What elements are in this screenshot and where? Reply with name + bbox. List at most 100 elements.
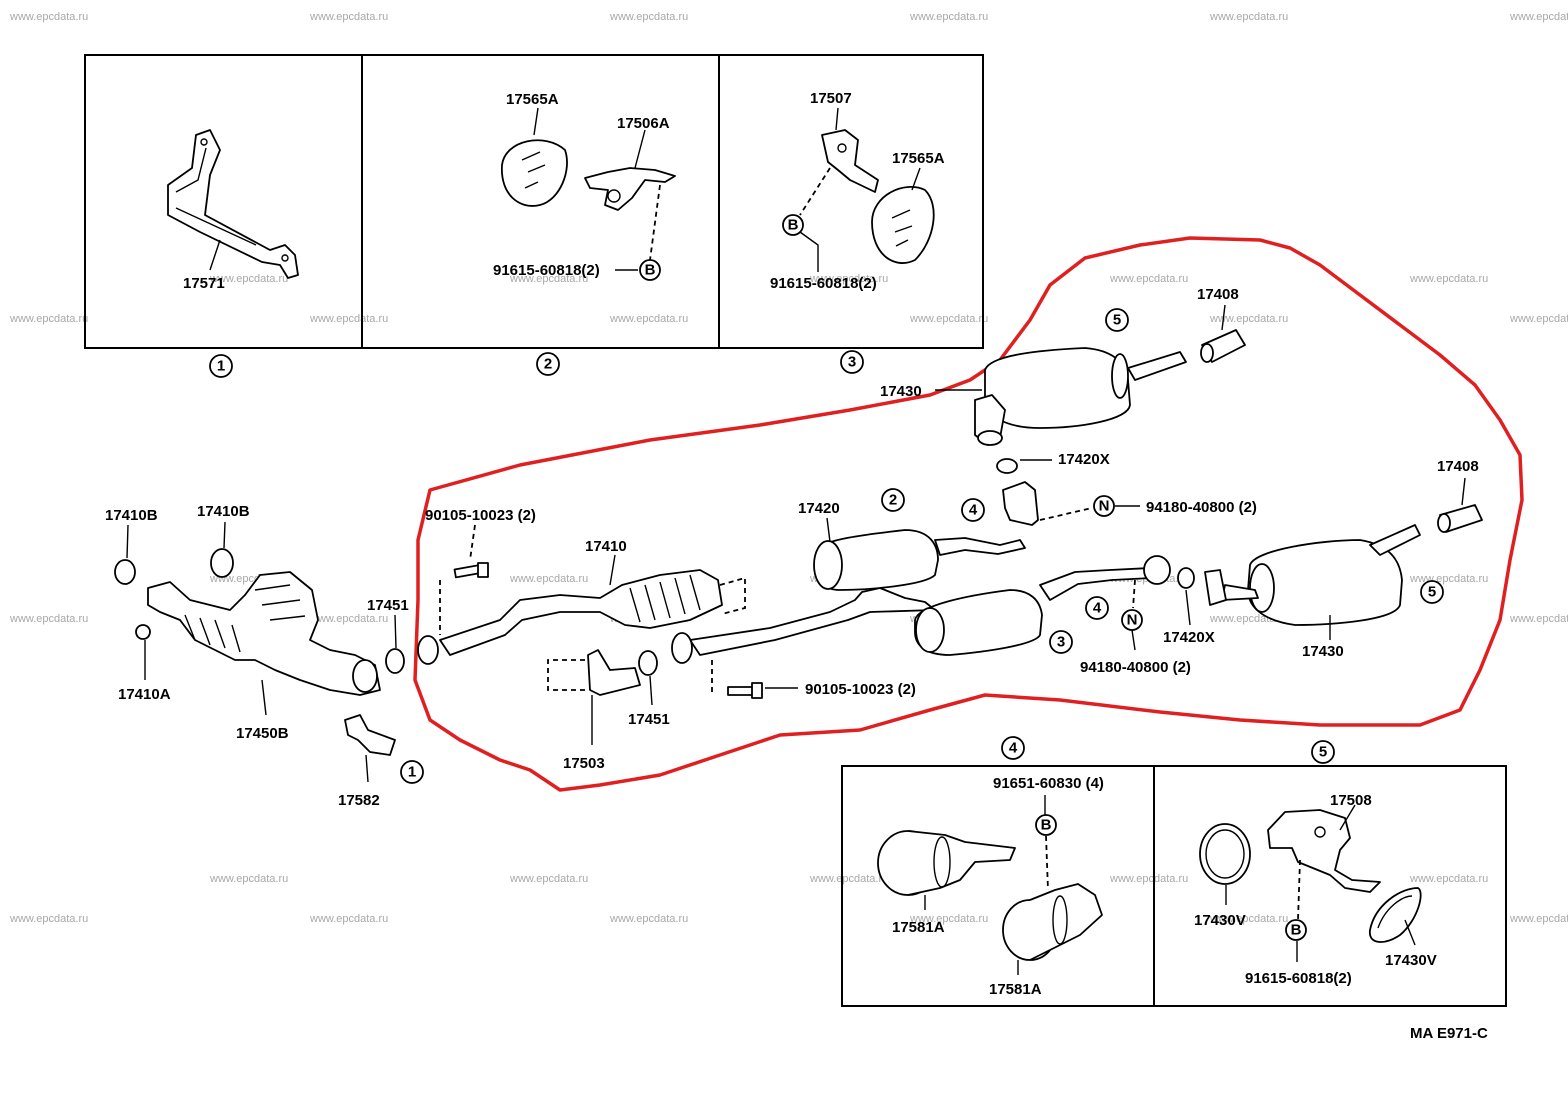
watermark: www.epcdata.ru bbox=[1209, 913, 1288, 925]
bolt-90105-bottom bbox=[727, 682, 763, 699]
callout-5-detail-number: 5 bbox=[1319, 744, 1327, 761]
callout-5-top-number: 5 bbox=[1113, 312, 1121, 329]
part-label-17420X: 17420X bbox=[1058, 451, 1110, 468]
gasket-17451-left bbox=[385, 648, 405, 674]
watermark: www.epcdata.ru bbox=[1409, 573, 1488, 585]
part-label-17410: 17410 bbox=[585, 538, 627, 555]
part-label-91615-b: 91615-60818(2) bbox=[770, 275, 877, 292]
watermark: www.epcdata.ru bbox=[9, 913, 88, 925]
diagram-code: MA E971-C bbox=[1410, 1025, 1488, 1042]
callout-2 bbox=[536, 352, 560, 376]
gasket-17410B-a bbox=[114, 559, 136, 585]
part-label-17571: 17571 bbox=[183, 275, 225, 292]
watermark: www.epcdata.ru bbox=[1509, 313, 1568, 325]
part-label-17430-right: 17430 bbox=[1302, 643, 1344, 660]
bolt-callout-b bbox=[639, 259, 661, 281]
part-label-17408-top: 17408 bbox=[1197, 286, 1239, 303]
callout-2-number: 2 bbox=[544, 356, 552, 373]
watermark: www.epcdata.ru bbox=[809, 873, 888, 885]
part-label-17420X-b: 17420X bbox=[1163, 629, 1215, 646]
watermark: www.epcdata.ru bbox=[1509, 613, 1568, 625]
part-label-17451-left: 17451 bbox=[367, 597, 409, 614]
hanger-bracket-17506A bbox=[584, 167, 676, 211]
callout-4-detail-number: 4 bbox=[1009, 740, 1018, 757]
part-label-17582: 17582 bbox=[338, 792, 380, 809]
watermark-layer: www.epcdata.ru www.epcdata.ru www.epcdat… bbox=[9, 11, 1568, 925]
callout-4-detail bbox=[1001, 736, 1025, 760]
part-label-17430V-a: 17430V bbox=[1194, 912, 1246, 929]
watermark: www.epcdata.ru bbox=[609, 313, 688, 325]
part-label-91615-a: 91615-60818(2) bbox=[493, 262, 600, 279]
hanger-bracket-17507 bbox=[821, 129, 879, 193]
bolt-callout-b bbox=[1035, 814, 1057, 836]
tail-pipe-tip-17408-top bbox=[1200, 329, 1246, 363]
watermark: www.epcdata.ru bbox=[1209, 313, 1288, 325]
part-label-17410A: 17410A bbox=[118, 686, 171, 703]
watermark: www.epcdata.ru bbox=[9, 613, 88, 625]
watermark: www.epcdata.ru bbox=[1509, 11, 1568, 23]
bolt-callout-b-letter: B bbox=[788, 217, 799, 234]
watermark: www.epcdata.ru bbox=[1209, 11, 1288, 23]
callout-2-main bbox=[881, 488, 905, 512]
watermark: www.epcdata.ru bbox=[909, 11, 988, 23]
callout-1 bbox=[209, 354, 233, 378]
watermark: www.epcdata.ru bbox=[9, 11, 88, 23]
part-label-17565A-a: 17565A bbox=[506, 91, 559, 108]
part-label-17420: 17420 bbox=[798, 500, 840, 517]
watermark: www.epcdata.ru bbox=[1509, 913, 1568, 925]
callout-4-main bbox=[961, 498, 985, 522]
callout-3-number: 3 bbox=[848, 354, 856, 371]
part-label-90105-bottom: 90105-10023 (2) bbox=[805, 681, 916, 698]
part-label-17581A-b: 17581A bbox=[989, 981, 1042, 998]
watermark: www.epcdata.ru bbox=[509, 573, 588, 585]
callout-2-main-number: 2 bbox=[889, 492, 897, 509]
callout-4-main-number: 4 bbox=[969, 502, 978, 519]
gasket-17420X-b bbox=[1177, 567, 1195, 589]
tail-pipe-cover-17581A-b bbox=[1002, 883, 1103, 961]
callout-5-detail bbox=[1311, 740, 1335, 764]
part-label-91615-c: 91615-60818(2) bbox=[1245, 970, 1352, 987]
bolt-callout-b-letter: B bbox=[645, 262, 656, 279]
watermark: www.epcdata.ru bbox=[309, 613, 388, 625]
part-label-17581A-a: 17581A bbox=[892, 919, 945, 936]
detail-panel-top bbox=[84, 54, 984, 349]
callout-5-right-number: 5 bbox=[1428, 584, 1436, 601]
gasket-17451-mid bbox=[638, 650, 658, 676]
tail-pipe-tip-17408-right bbox=[1437, 504, 1483, 533]
callout-4-mid bbox=[1085, 596, 1109, 620]
bracket-17582 bbox=[344, 714, 396, 756]
tail-pipe-cover-17581A-a bbox=[877, 830, 1016, 896]
callout-3-main bbox=[1049, 630, 1073, 654]
callout-3 bbox=[840, 350, 864, 374]
hanger-rubber-17565A bbox=[501, 139, 568, 207]
part-label-17410B-b: 17410B bbox=[197, 503, 250, 520]
highlight-outline bbox=[413, 236, 1524, 792]
watermark: www.epcdata.ru bbox=[509, 873, 588, 885]
gasket-17410A bbox=[135, 624, 151, 640]
watermark: www.epcdata.ru bbox=[909, 313, 988, 325]
front-exhaust-pipe-17450B bbox=[147, 571, 381, 696]
watermark: www.epcdata.ru bbox=[309, 913, 388, 925]
part-label-17410B-a: 17410B bbox=[105, 507, 158, 524]
gasket-17430V-a bbox=[1199, 823, 1251, 885]
watermark: www.epcdata.ru bbox=[1109, 873, 1188, 885]
nut-callout-n-top bbox=[1093, 495, 1115, 517]
bolt-90105-top bbox=[453, 562, 489, 579]
bracket-17571-drawing bbox=[167, 129, 299, 279]
part-label-90105-top: 90105-10023 (2) bbox=[425, 507, 536, 524]
bolt-callout-b bbox=[782, 214, 804, 236]
center-pipe-17420 bbox=[671, 481, 1171, 664]
part-label-17506A: 17506A bbox=[617, 115, 670, 132]
watermark: www.epcdata.ru bbox=[1109, 273, 1188, 285]
watermark: www.epcdata.ru bbox=[809, 273, 888, 285]
part-label-17451-mid: 17451 bbox=[628, 711, 670, 728]
muffler-hanger-bracket-17508 bbox=[1267, 809, 1381, 893]
part-label-17408-right: 17408 bbox=[1437, 458, 1479, 475]
watermark: www.epcdata.ru bbox=[609, 913, 688, 925]
gasket-17410B-b bbox=[210, 548, 234, 578]
rear-muffler-17430-right bbox=[1204, 524, 1421, 626]
bolt-callout-b-letter: B bbox=[1291, 922, 1302, 939]
part-label-17430V-b: 17430V bbox=[1385, 952, 1437, 969]
watermark: www.epcdata.ru bbox=[9, 313, 88, 325]
part-label-17430-top: 17430 bbox=[880, 383, 922, 400]
